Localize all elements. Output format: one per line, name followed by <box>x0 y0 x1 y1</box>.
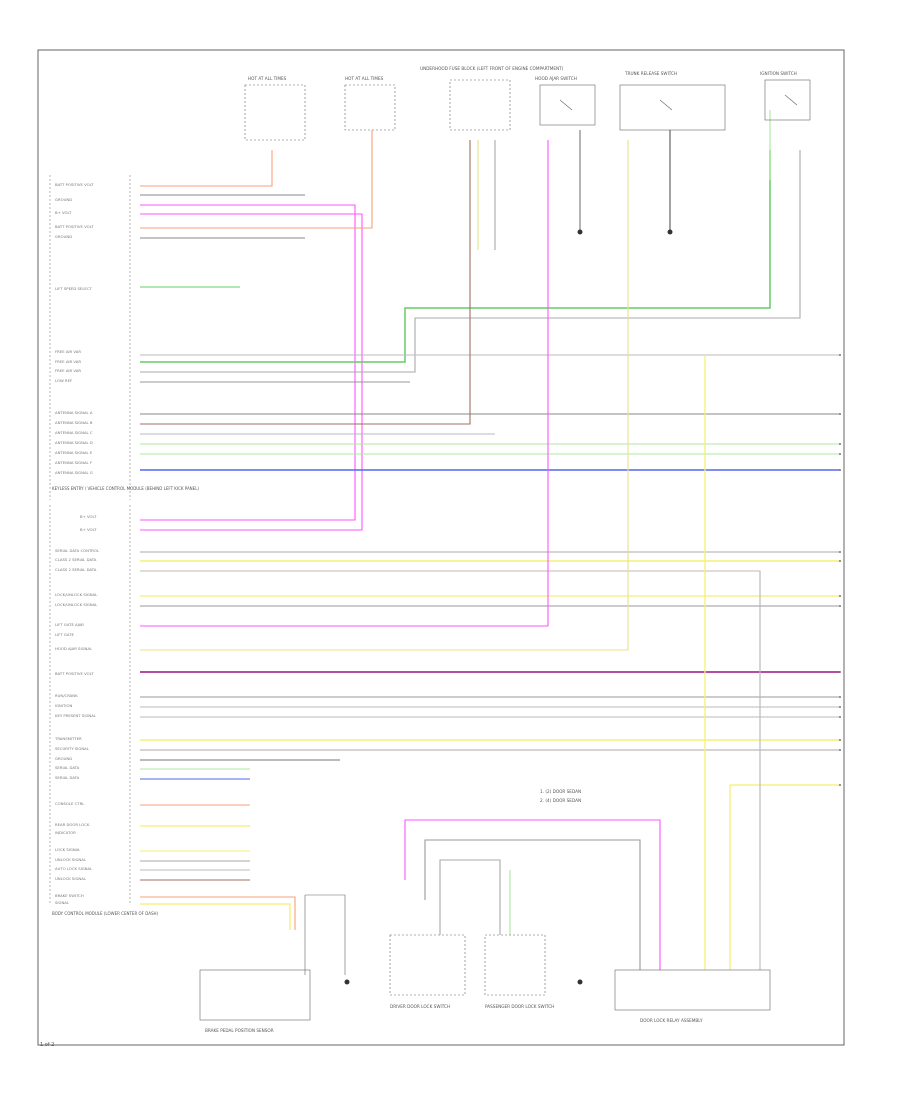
fuse-block-1-label: HOT AT ALL TIMES <box>248 76 287 81</box>
wire-yellow-650 <box>140 140 629 651</box>
wire-orange-top <box>140 150 273 187</box>
svg-text:LIFT SPEED SELECT: LIFT SPEED SELECT <box>55 286 92 291</box>
legend-line-2: 2. (4) DOOR SEDAN <box>540 798 581 803</box>
bottom-components <box>199 894 771 1021</box>
wire-pink-626 <box>140 140 549 627</box>
svg-text:IGNITION: IGNITION <box>55 703 72 708</box>
wire-gray-571 <box>140 570 761 880</box>
svg-text:B+ VOLT: B+ VOLT <box>80 514 97 519</box>
fuse-block-2 <box>344 84 396 131</box>
trunk-switch-label: TRUNK RELEASE SWITCH <box>624 71 677 76</box>
wire-gray-right <box>140 150 801 373</box>
ignition-switch-label: IGNITION SWITCH <box>760 71 797 76</box>
svg-text:REAR DOOR LOCK: REAR DOOR LOCK <box>55 822 90 827</box>
svg-text:ANTENNA SIGNAL E: ANTENNA SIGNAL E <box>55 450 93 455</box>
svg-text:CONSOLE CTRL: CONSOLE CTRL <box>55 801 85 806</box>
svg-text:GROUND: GROUND <box>55 234 72 239</box>
svg-text:GROUND: GROUND <box>55 197 72 202</box>
svg-text:BATT POSITIVE VOLT: BATT POSITIVE VOLT <box>55 671 94 676</box>
svg-text:SIGNAL: SIGNAL <box>55 900 70 905</box>
svg-text:FREE AIR VAR: FREE AIR VAR <box>55 368 81 373</box>
fuse-block-2-label: HOT AT ALL TIMES <box>345 76 384 81</box>
svg-text:ANTENNA SIGNAL B: ANTENNA SIGNAL B <box>55 420 93 425</box>
driver-lock-switch-label: DRIVER DOOR LOCK SWITCH <box>390 1004 450 1009</box>
svg-text:AUTO LOCK SIGNAL: AUTO LOCK SIGNAL <box>55 866 93 871</box>
svg-text:BATT POSITIVE VOLT: BATT POSITIVE VOLT <box>55 224 94 229</box>
fuse-block-1 <box>244 84 306 141</box>
svg-text:TRANSMITTER: TRANSMITTER <box>54 736 82 741</box>
junction-label: UNDERHOOD FUSE BLOCK (LEFT FRONT OF ENGI… <box>420 66 564 71</box>
module-left-upper <box>49 175 131 905</box>
relay-assembly-box <box>614 969 771 1011</box>
passenger-lock-switch-label: PASSENGER DOOR LOCK SWITCH <box>485 1004 554 1009</box>
svg-text:ANTENNA SIGNAL F: ANTENNA SIGNAL F <box>55 460 92 465</box>
hood-switch-box <box>539 84 596 126</box>
wire-orange-897 <box>140 896 296 930</box>
svg-text:RUN/CRANK: RUN/CRANK <box>55 693 78 698</box>
svg-text:BATT POSITIVE VOLT: BATT POSITIVE VOLT <box>55 182 94 187</box>
svg-text:GROUND: GROUND <box>55 756 72 761</box>
driver-lock-switch-box <box>389 934 466 996</box>
wire-yellow-vert2 <box>729 784 840 970</box>
wire-brown-424 <box>140 140 471 425</box>
svg-text:FREE AIR VAR: FREE AIR VAR <box>55 349 81 354</box>
svg-text:SECURITY SIGNAL: SECURITY SIGNAL <box>55 746 90 751</box>
svg-text:ANTENNA SIGNAL G: ANTENNA SIGNAL G <box>55 470 93 475</box>
svg-text:B+ VOLT: B+ VOLT <box>55 210 72 215</box>
svg-text:UNLOCK SIGNAL: UNLOCK SIGNAL <box>55 876 87 881</box>
svg-text:BRAKE SWITCH: BRAKE SWITCH <box>55 893 84 898</box>
legend-line-1: 1. (2) DOOR SEDAN <box>540 789 581 794</box>
svg-text:FREE AIR VAR: FREE AIR VAR <box>55 359 81 364</box>
pin-labels-lower: B+ VOLT B+ VOLT SERIAL DATA CONTROL CLASS … <box>54 514 100 905</box>
passenger-lock-switch-box <box>484 934 546 996</box>
svg-text:CLASS 2 SERIAL DATA: CLASS 2 SERIAL DATA <box>55 557 97 562</box>
svg-text:SERIAL DATA: SERIAL DATA <box>55 765 80 770</box>
svg-text:LIFT GATE: LIFT GATE <box>55 632 74 637</box>
svg-text:LIFT GATE AJAR: LIFT GATE AJAR <box>55 622 84 627</box>
wire-orange-2 <box>140 130 373 229</box>
wire-gray-bottom2 <box>439 859 501 935</box>
wire-pink-bottom <box>404 819 661 970</box>
module-left-lower-label: BODY CONTROL MODULE (LOWER CENTER OF DAS… <box>52 911 159 916</box>
relay-assembly-label: DOOR LOCK RELAY ASSEMBLY <box>640 1018 703 1023</box>
module-left-upper-label: KEYLESS ENTRY / VEHICLE CONTROL MODULE (… <box>52 486 199 491</box>
ground-symbols <box>344 229 673 985</box>
brake-switch-box <box>199 969 311 1021</box>
svg-text:INDICATOR: INDICATOR <box>55 830 76 835</box>
diagram-border <box>37 49 845 1046</box>
wire-yellow-904 <box>140 903 291 930</box>
trunk-switch-box <box>619 84 726 131</box>
brake-switch-label: BRAKE PEDAL POSITION SENSOR <box>205 1028 274 1033</box>
page-marker: 1 of 2 <box>40 1042 55 1048</box>
svg-text:ANTENNA SIGNAL A: ANTENNA SIGNAL A <box>55 410 93 415</box>
connector-dots <box>839 354 841 786</box>
svg-text:B+ VOLT: B+ VOLT <box>80 527 97 532</box>
svg-text:SERIAL DATA: SERIAL DATA <box>55 775 80 780</box>
svg-text:CLASS 2 SERIAL DATA: CLASS 2 SERIAL DATA <box>55 567 97 572</box>
pin-labels-upper: BATT POSITIVE VOLT GROUND B+ VOLT BATT POS… <box>55 182 94 475</box>
top-components <box>244 79 811 141</box>
svg-text:LOW REF: LOW REF <box>55 378 72 383</box>
svg-text:SERIAL DATA CONTROL: SERIAL DATA CONTROL <box>55 548 100 553</box>
svg-text:LOCK SIGNAL: LOCK SIGNAL <box>55 847 81 852</box>
wires <box>140 110 840 970</box>
wire-gray-bottom <box>424 839 641 970</box>
svg-text:ANTENNA SIGNAL D: ANTENNA SIGNAL D <box>55 440 93 445</box>
svg-text:UNLOCK SIGNAL: UNLOCK SIGNAL <box>55 857 87 862</box>
svg-text:LOCK/UNLOCK SIGNAL: LOCK/UNLOCK SIGNAL <box>55 592 98 597</box>
hood-switch-label: HOOD AJAR SWITCH <box>535 76 577 81</box>
svg-text:LOCK/UNLOCK SIGNAL: LOCK/UNLOCK SIGNAL <box>55 602 98 607</box>
wire-green-long <box>140 150 771 363</box>
svg-text:ANTENNA SIGNAL C: ANTENNA SIGNAL C <box>55 430 93 435</box>
svg-text:HOOD AJAR SIGNAL: HOOD AJAR SIGNAL <box>55 646 93 651</box>
junction-box <box>449 79 511 131</box>
ignition-switch-box <box>764 79 811 121</box>
svg-text:KEY PRESENT SIGNAL: KEY PRESENT SIGNAL <box>55 713 97 718</box>
